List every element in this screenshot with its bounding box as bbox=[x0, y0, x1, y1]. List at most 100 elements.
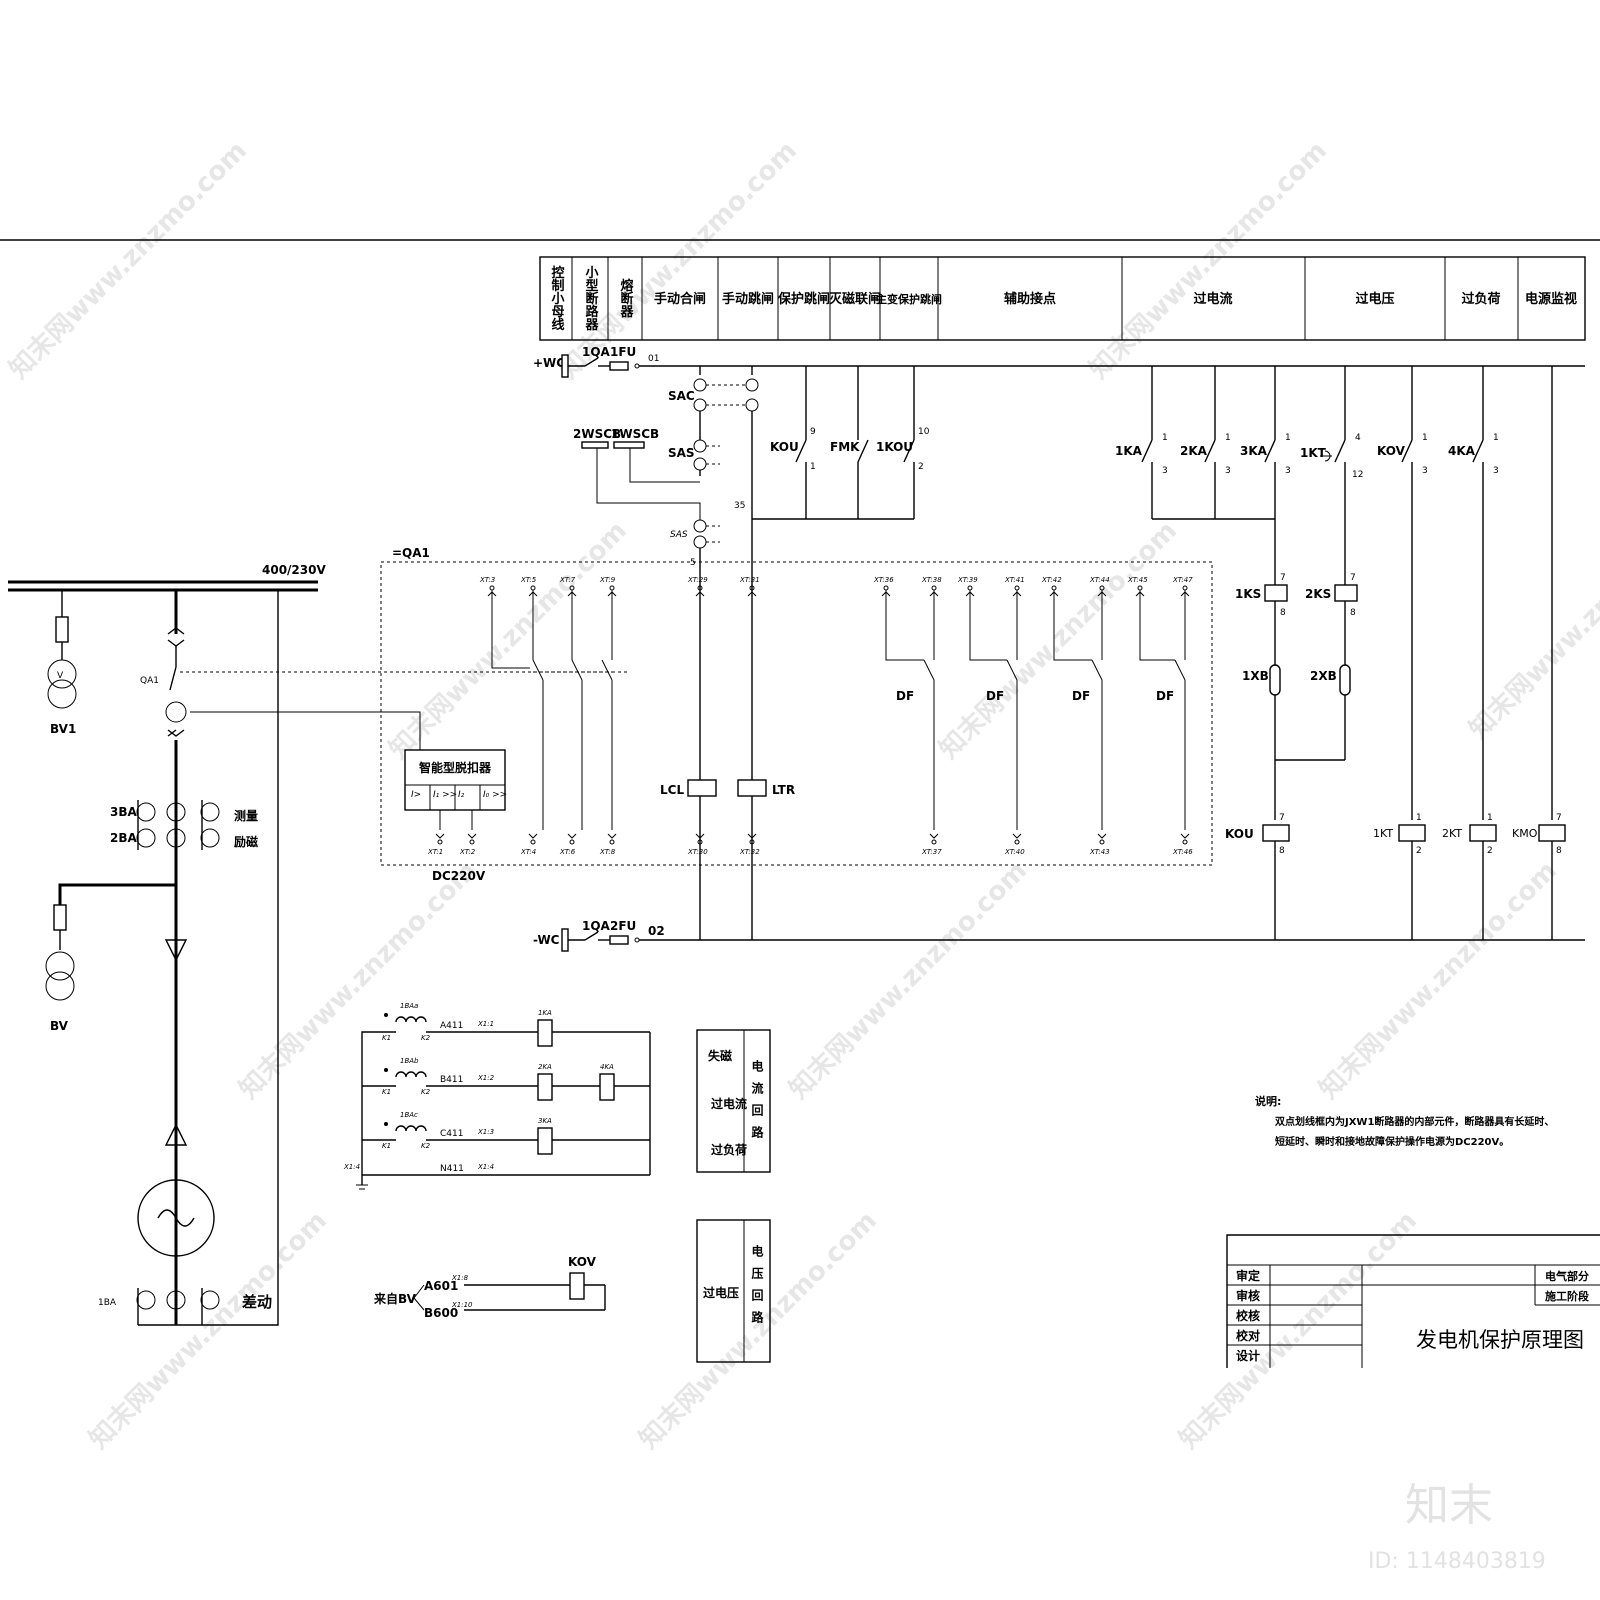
terminal-marker bbox=[931, 839, 937, 845]
notes: 说明: 双点划线框内为JXW1断路器的内部元件，断路器具有长延时、 短延时、瞬时… bbox=[1255, 1094, 1554, 1148]
measure-label: 测量 bbox=[234, 808, 258, 823]
stage-label: 施工阶段 bbox=[1545, 1289, 1589, 1303]
terminal-marker bbox=[530, 839, 536, 845]
from-bv-label: 来自BV bbox=[373, 1291, 417, 1306]
svg-text:1: 1 bbox=[1416, 813, 1422, 823]
svg-text:3: 3 bbox=[1162, 466, 1168, 476]
ka3-coil-label: 3KA bbox=[538, 1117, 552, 1125]
svg-text:4: 4 bbox=[1355, 433, 1361, 443]
control-switch-section: SAC SAS 2WSCB 1WSCB SAS 5 35 bbox=[573, 366, 914, 580]
header-col-6: 保护跳闸 bbox=[777, 291, 830, 307]
current-row-2: 过电流 bbox=[711, 1096, 747, 1111]
svg-text:1: 1 bbox=[1487, 813, 1493, 823]
header-col-8: 主变保护跳闸 bbox=[876, 292, 942, 306]
header-col-3: 熔断器 bbox=[618, 278, 635, 319]
bus-positive-label: +WC bbox=[533, 356, 565, 370]
diff-label: 差动 bbox=[242, 1293, 272, 1311]
svg-text:2: 2 bbox=[1416, 846, 1422, 856]
header-col-13: 电源监视 bbox=[1525, 291, 1577, 307]
svg-text:9: 9 bbox=[810, 427, 816, 437]
terminal-bottom-label: XT:1 bbox=[427, 848, 443, 856]
title-block: 审定 审核 校核 校对 设计 电气部分 施工阶段 发电机保护原理图 bbox=[1226, 1234, 1600, 1368]
lcl-coil bbox=[687, 779, 717, 797]
k1-label: K1 bbox=[382, 1034, 391, 1042]
terminal-top-label: XT:47 bbox=[1172, 576, 1193, 584]
role-2: 审核 bbox=[1236, 1288, 1260, 1303]
ct-xt-3: X1:3 bbox=[477, 1128, 494, 1136]
sas-label: SAS bbox=[668, 446, 695, 460]
kou1-contact-label: 1KOU bbox=[876, 440, 913, 454]
df-label-2: DF bbox=[986, 689, 1004, 703]
svg-text:1: 1 bbox=[1493, 433, 1499, 443]
wire-c411: C411 bbox=[440, 1129, 463, 1139]
kt2-coil bbox=[1469, 824, 1497, 842]
pt-xt-8: X1:8 bbox=[451, 1274, 469, 1282]
role-5: 设计 bbox=[1236, 1348, 1260, 1363]
ct-xt-gnd: X1:4 bbox=[343, 1163, 360, 1171]
header-col-11: 过电压 bbox=[1355, 291, 1394, 307]
wire-b411: B411 bbox=[440, 1075, 463, 1085]
ka4-contact-label: 4KA bbox=[1448, 444, 1476, 458]
svg-text:3: 3 bbox=[1225, 466, 1231, 476]
notes-line-1: 双点划线框内为JXW1断路器的内部元件，断路器具有长延时、 bbox=[1275, 1115, 1554, 1128]
ka4-coil-label: 4KA bbox=[600, 1063, 614, 1071]
terminal-bottom-label: XT:4 bbox=[520, 848, 536, 856]
bus-qa-label: 1QA bbox=[582, 345, 611, 359]
terminal-top-label: XT:38 bbox=[921, 576, 942, 584]
ka3-contact-label: 3KA bbox=[1240, 444, 1268, 458]
sas2-label: SAS bbox=[670, 530, 688, 540]
svg-text:8: 8 bbox=[1280, 608, 1286, 618]
ct-xt-4: X1:4 bbox=[477, 1163, 494, 1171]
svg-text:8: 8 bbox=[1279, 846, 1285, 856]
df-label-1: DF bbox=[896, 689, 914, 703]
header-col-2: 小型断路器 bbox=[583, 266, 600, 332]
terminal-marker bbox=[749, 839, 755, 845]
svg-text:8: 8 bbox=[1350, 608, 1356, 618]
terminal-arrow bbox=[528, 833, 538, 839]
header-col-4: 手动合闸 bbox=[654, 291, 706, 307]
bus-node-02: 02 bbox=[648, 924, 665, 938]
kou-coil bbox=[1262, 824, 1290, 842]
svg-text:1: 1 bbox=[1162, 433, 1168, 443]
ka3-coil bbox=[537, 1127, 553, 1155]
brand-watermark: 知末 bbox=[1405, 1480, 1493, 1531]
wire-a601: A601 bbox=[424, 1279, 458, 1293]
header-table: 控制小母线 小型断路器 熔断器 手动合闸 手动跳闸 保护跳闸 灭磁联闸 主变保护… bbox=[539, 256, 1586, 341]
terminal-bottom-label: XT:6 bbox=[559, 848, 576, 856]
primary-one-line: 400/230V V BV1 QA1 3BA 2BA 测量 励磁 BV bbox=[8, 563, 630, 1326]
ct-a-label: 1BAa bbox=[400, 1002, 418, 1010]
k1-label-c: K1 bbox=[382, 1142, 391, 1150]
ka1-contact-label: 1KA bbox=[1115, 444, 1143, 458]
svg-text:7: 7 bbox=[1280, 573, 1286, 583]
ks1-label: 1KS bbox=[1235, 587, 1261, 601]
svg-text:2: 2 bbox=[1487, 846, 1493, 856]
terminal-marker bbox=[1014, 585, 1020, 591]
terminal-top-label: XT:45 bbox=[1127, 576, 1148, 584]
ks2-label: 2KS bbox=[1305, 587, 1331, 601]
header-col-12: 过负荷 bbox=[1461, 291, 1500, 307]
bv1-label: BV1 bbox=[50, 722, 76, 736]
svg-text:3: 3 bbox=[1422, 466, 1428, 476]
df-label-3: DF bbox=[1072, 689, 1090, 703]
kov-coil bbox=[569, 1272, 585, 1300]
wscb1-label: 1WSCB bbox=[611, 427, 659, 441]
role-1: 审定 bbox=[1236, 1268, 1260, 1283]
terminal-bottom-label: XT:46 bbox=[1172, 848, 1193, 856]
dc220v-label: DC220V bbox=[432, 869, 486, 883]
kou-contact-label: KOU bbox=[770, 440, 799, 454]
header-col-1: 控制小母线 bbox=[549, 265, 565, 332]
wire-n411: N411 bbox=[440, 1164, 464, 1174]
ks1-coil bbox=[1264, 584, 1288, 602]
svg-text:1: 1 bbox=[1225, 433, 1231, 443]
terminal-arrow bbox=[695, 833, 705, 839]
svg-text:7: 7 bbox=[1350, 573, 1356, 583]
watermark-text: 知末网www.znzmo.com bbox=[1174, 1206, 1423, 1455]
smart-trip-label: 智能型脱扣器 bbox=[418, 760, 492, 775]
terminal-top-label: XT:7 bbox=[559, 576, 576, 584]
terminal-marker bbox=[489, 585, 495, 591]
terminal-bottom-label: XT:40 bbox=[1004, 848, 1025, 856]
ba1-label: 1BA bbox=[98, 1298, 117, 1308]
xb2-link bbox=[1339, 664, 1351, 696]
k2-label-c: K2 bbox=[421, 1142, 431, 1150]
